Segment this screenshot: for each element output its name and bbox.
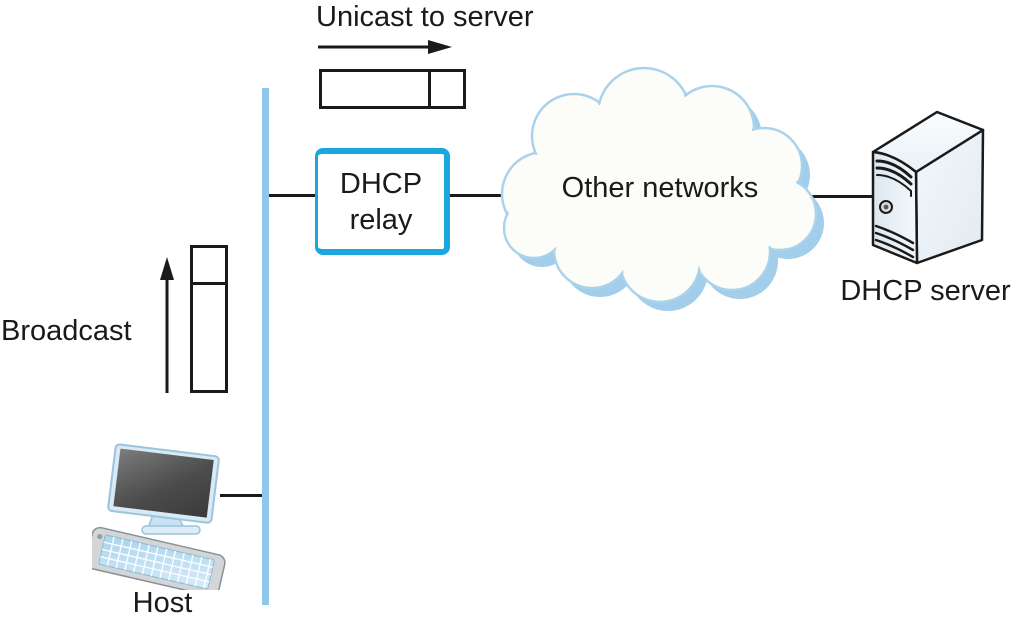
line-cloud-to-server xyxy=(812,195,876,198)
up-arrow-icon xyxy=(160,257,174,393)
unicast-packet xyxy=(319,69,466,109)
relay-label-line2: relay xyxy=(349,203,413,236)
right-arrow-icon xyxy=(318,40,452,54)
packet-divider xyxy=(322,72,431,106)
host-label: Host xyxy=(132,587,193,619)
network-cloud-icon xyxy=(500,66,824,311)
line-host-to-bus xyxy=(220,494,266,497)
cloud-label: Other networks xyxy=(561,172,759,204)
server-label: DHCP server xyxy=(840,275,1011,307)
broadcast-caption: Broadcast xyxy=(1,315,132,347)
line-relay-to-cloud xyxy=(448,194,510,197)
server-tower-icon xyxy=(871,110,985,265)
line-bus-to-relay xyxy=(266,194,318,197)
desktop-computer-icon xyxy=(92,443,226,590)
packet-divider xyxy=(193,248,225,285)
vertical-bus-line xyxy=(262,88,269,605)
dhcp-relay-node: DHCP relay xyxy=(315,148,450,255)
unicast-caption: Unicast to server xyxy=(316,1,534,33)
broadcast-packet xyxy=(190,245,228,393)
relay-label-line1: DHCP xyxy=(339,167,423,200)
